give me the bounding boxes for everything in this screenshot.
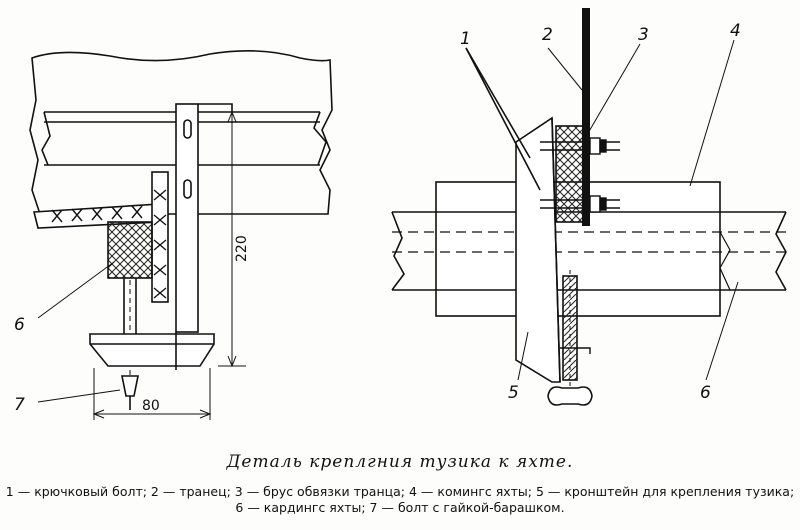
bracket-5 [515, 116, 561, 383]
bracket-block [151, 171, 169, 303]
right-label-3: 3 [638, 25, 649, 45]
transom [582, 8, 590, 226]
technical-drawing: 6 7 220 80 [14, 8, 787, 420]
hull-outline [29, 50, 333, 215]
right-label-5: 5 [508, 383, 519, 403]
bracket-plate [175, 103, 199, 333]
carlings-block [107, 221, 153, 279]
figure-title: Деталь креплгния тузика к яхте. [226, 452, 574, 472]
right-view [391, 8, 787, 406]
right-label-6: 6 [700, 383, 711, 403]
bracket-foot [89, 333, 215, 367]
right-label-4: 4 [730, 21, 741, 41]
left-label-7: 7 [14, 395, 25, 415]
wing-nut-right [547, 386, 593, 406]
right-label-1: 1 [460, 29, 471, 49]
dimension-80: 80 [142, 398, 160, 414]
left-view [29, 50, 333, 420]
figure-legend: 1 — крючковый болт; 2 — транец; 3 — брус… [5, 484, 795, 515]
right-label-2: 2 [542, 25, 553, 45]
left-label-6: 6 [14, 315, 25, 335]
wing-nut [121, 375, 139, 397]
dimension-220: 220 [234, 235, 250, 262]
